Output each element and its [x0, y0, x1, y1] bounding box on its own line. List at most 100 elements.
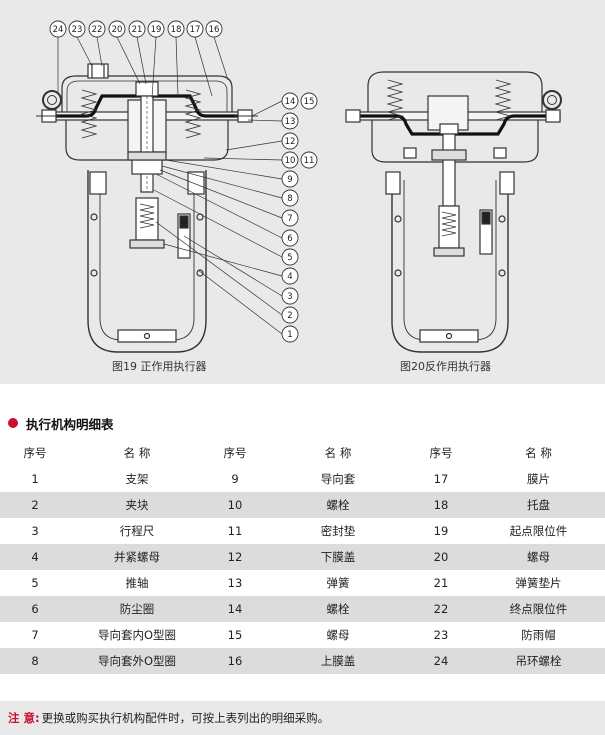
callout-circle: 14 — [281, 92, 299, 110]
svg-text:8: 8 — [287, 194, 292, 204]
part-name-cell: 防尘圈 — [70, 596, 204, 622]
part-number-cell: 24 — [410, 648, 472, 674]
callout-circle: 13 — [281, 112, 299, 130]
part-number-cell: 21 — [410, 570, 472, 596]
part-number-cell: 10 — [204, 492, 266, 518]
callout-circle: 15 — [300, 92, 318, 110]
positive-actuator-drawing — [36, 63, 258, 353]
svg-text:24: 24 — [53, 25, 64, 35]
leader-lines-right — [153, 100, 283, 335]
reverse-actuator-drawing — [345, 71, 562, 353]
part-number-cell: 17 — [410, 466, 472, 492]
part-number-cell: 16 — [204, 648, 266, 674]
callout-circle: 3 — [281, 287, 299, 305]
svg-text:19: 19 — [151, 25, 162, 35]
callout-circle: 17 — [186, 20, 204, 38]
callout-circle: 24 — [49, 20, 67, 38]
callout-circle: 2 — [281, 306, 299, 324]
callout-circle: 21 — [128, 20, 146, 38]
part-name-cell: 上膜盖 — [266, 648, 410, 674]
figure-19-caption: 图19 正作用执行器 — [112, 360, 207, 373]
svg-text:9: 9 — [287, 175, 292, 185]
part-name-cell: 夹块 — [70, 492, 204, 518]
svg-text:13: 13 — [285, 117, 296, 127]
svg-text:7: 7 — [287, 214, 292, 224]
svg-text:11: 11 — [304, 156, 315, 166]
figure-20-caption: 图20反作用执行器 — [400, 360, 491, 373]
part-number-cell: 11 — [204, 518, 266, 544]
callout-circle: 18 — [167, 20, 185, 38]
column-header: 序号 — [204, 440, 266, 466]
part-name-cell: 行程尺 — [70, 518, 204, 544]
leader-lines-top — [57, 36, 229, 99]
callout-circle: 8 — [281, 189, 299, 207]
column-header: 序号 — [410, 440, 472, 466]
svg-text:10: 10 — [285, 156, 296, 166]
part-name-cell: 密封垫 — [266, 518, 410, 544]
svg-text:5: 5 — [287, 253, 292, 263]
part-name-cell: 导向套外O型圈 — [70, 648, 204, 674]
svg-text:14: 14 — [285, 97, 296, 107]
svg-text:2: 2 — [287, 311, 292, 321]
part-number-cell: 7 — [0, 622, 70, 648]
part-number-cell: 9 — [204, 466, 266, 492]
part-name-cell: 导向套内O型圈 — [70, 622, 204, 648]
part-number-cell: 18 — [410, 492, 472, 518]
red-bullet-icon — [8, 418, 18, 428]
callouts-right-left: 14 15 13 12 10 11 9 8 7 6 5 4 3 2 1 — [281, 92, 318, 343]
svg-text:16: 16 — [209, 25, 220, 35]
table-header-row: 序号 名 称 序号 名 称 序号 名 称 — [0, 440, 605, 466]
part-name-cell: 螺母 — [472, 544, 605, 570]
svg-text:1: 1 — [287, 330, 292, 340]
svg-text:15: 15 — [304, 97, 315, 107]
svg-text:4: 4 — [287, 272, 292, 282]
actuator-drawings: 24 23 22 20 21 19 18 17 16 14 15 13 — [36, 20, 562, 353]
part-name-cell: 弹簧 — [266, 570, 410, 596]
part-name-cell: 推轴 — [70, 570, 204, 596]
part-number-cell: 20 — [410, 544, 472, 570]
part-number-cell: 14 — [204, 596, 266, 622]
part-number-cell: 3 — [0, 518, 70, 544]
svg-text:23: 23 — [72, 25, 83, 35]
svg-text:20: 20 — [112, 25, 123, 35]
column-header: 序号 — [0, 440, 70, 466]
column-header: 名 称 — [472, 440, 605, 466]
part-name-cell: 起点限位件 — [472, 518, 605, 544]
svg-text:17: 17 — [190, 25, 201, 35]
callout-circle: 23 — [68, 20, 86, 38]
column-header: 名 称 — [70, 440, 204, 466]
callout-circle: 20 — [108, 20, 126, 38]
part-name-cell: 托盘 — [472, 492, 605, 518]
part-number-cell: 13 — [204, 570, 266, 596]
part-name-cell: 终点限位件 — [472, 596, 605, 622]
part-number-cell: 8 — [0, 648, 70, 674]
svg-text:3: 3 — [287, 292, 292, 302]
callout-circle: 11 — [300, 151, 318, 169]
callout-circle: 4 — [281, 267, 299, 285]
part-number-cell: 19 — [410, 518, 472, 544]
part-name-cell: 防雨帽 — [472, 622, 605, 648]
part-name-cell: 螺母 — [266, 622, 410, 648]
part-name-cell: 弹簧垫片 — [472, 570, 605, 596]
callouts-top-left: 24 23 22 20 21 19 18 17 16 — [49, 20, 223, 38]
svg-text:18: 18 — [171, 25, 182, 35]
part-name-cell: 导向套 — [266, 466, 410, 492]
part-name-cell: 下膜盖 — [266, 544, 410, 570]
callout-circle: 16 — [205, 20, 223, 38]
column-header: 名 称 — [266, 440, 410, 466]
section-title: 执行机构明细表 — [26, 416, 114, 432]
callout-circle: 19 — [147, 20, 165, 38]
part-name-cell: 膜片 — [472, 466, 605, 492]
part-number-cell: 23 — [410, 622, 472, 648]
note-label: 注 意: — [8, 711, 40, 725]
callout-circle: 9 — [281, 170, 299, 188]
callout-circle: 10 — [281, 151, 299, 169]
section-heading: 执行机构明细表 — [8, 414, 114, 432]
